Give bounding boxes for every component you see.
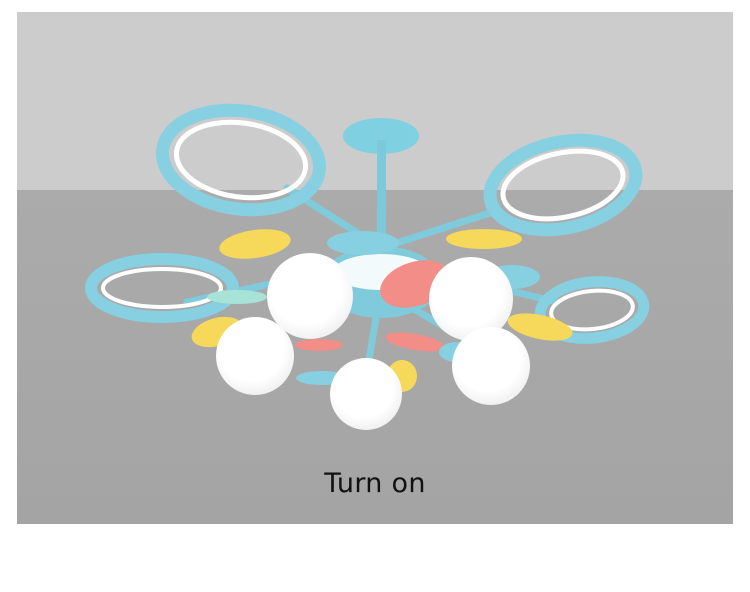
pink-disc <box>385 332 445 352</box>
product-photo: Turn on <box>17 12 733 524</box>
ring <box>483 133 643 237</box>
yellow-disc <box>219 229 291 259</box>
globe-lamp <box>330 358 402 430</box>
yellow-disc <box>446 229 522 249</box>
arm <box>377 208 497 252</box>
photo-caption: Turn on <box>324 468 426 499</box>
ring <box>155 103 327 217</box>
stem <box>377 140 386 252</box>
ring <box>85 253 239 323</box>
globe-lamp <box>216 317 294 395</box>
globe-lamp <box>429 257 513 341</box>
pink-disc <box>295 339 343 351</box>
globe-lamps <box>216 253 530 430</box>
globe-lamp <box>452 327 530 405</box>
globe-lamp <box>267 253 353 339</box>
ring-lights <box>85 103 650 344</box>
blue-disc <box>327 231 399 255</box>
yellow-disc <box>507 313 573 341</box>
blue-disc <box>207 290 267 304</box>
chandelier-illustration <box>85 103 650 430</box>
ceiling-canopy <box>343 118 419 154</box>
